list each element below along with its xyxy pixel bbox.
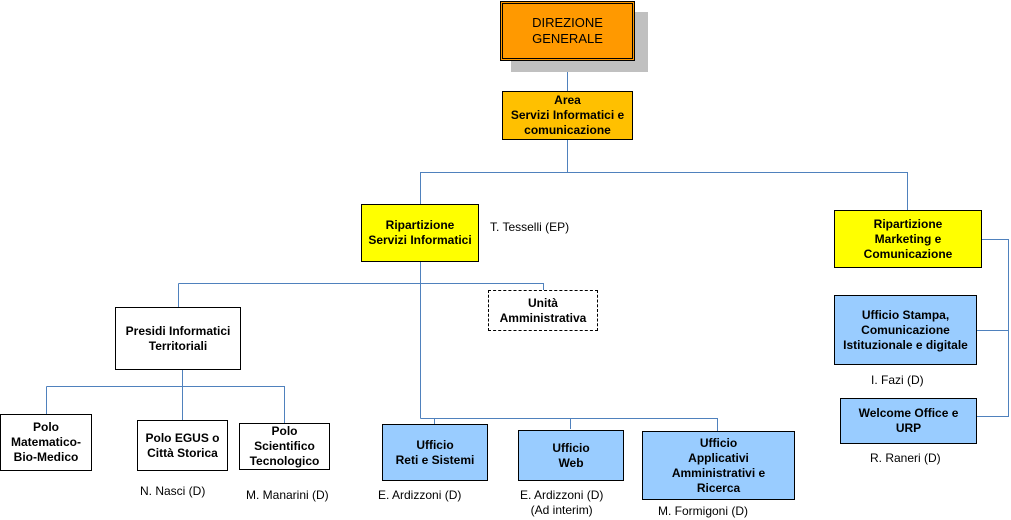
person-label-manarini: M. Manarini (D) xyxy=(246,488,329,502)
node-ripartizione-marketing[interactable]: Ripartizione Marketing e Comunicazione xyxy=(834,210,982,268)
node-label: Ripartizione Marketing e Comunicazione xyxy=(863,216,953,261)
node-ufficio-reti[interactable]: Ufficio Reti e Sistemi xyxy=(382,424,488,481)
node-label: Polo Matematico- Bio-Medico xyxy=(10,420,81,464)
node-label: Polo Scientifico Tecnologico xyxy=(249,424,320,468)
node-label: Welcome Office e URP xyxy=(858,406,959,435)
node-label: Polo EGUS o Città Storica xyxy=(145,430,220,460)
person-label-tesselli: T. Tesselli (EP) xyxy=(490,220,570,234)
node-ripartizione-servizi-informatici[interactable]: Ripartizione Servizi Informatici xyxy=(361,204,479,262)
connector-uffici xyxy=(420,418,718,431)
node-label: Ufficio Stampa, Comunicazione Istituzion… xyxy=(843,307,968,352)
connector-area-ripartizioni xyxy=(420,139,908,211)
person-label-nasci: N. Nasci (D) xyxy=(140,484,206,498)
node-direzione-generale[interactable]: DIREZIONE GENERALE xyxy=(500,1,635,61)
node-label: Ufficio Applicativi Amministrativi e Ric… xyxy=(671,435,766,495)
person-label-fazi: I. Fazi (D) xyxy=(871,373,924,387)
person-label-formigoni: M. Formigoni (D) xyxy=(658,504,749,518)
node-label: DIREZIONE GENERALE xyxy=(532,15,603,46)
connector-marketing-uffici xyxy=(977,239,1009,417)
node-polo-egus[interactable]: Polo EGUS o Città Storica xyxy=(137,420,228,471)
node-ufficio-applicativi[interactable]: Ufficio Applicativi Amministrativi e Ric… xyxy=(642,431,795,500)
node-presidi-informatici[interactable]: Presidi Informatici Territoriali xyxy=(115,307,241,370)
node-welcome-office[interactable]: Welcome Office e URP xyxy=(840,398,977,444)
node-label: Presidi Informatici Territoriali xyxy=(125,323,231,353)
connector-ripartizione-si-children xyxy=(178,261,544,419)
node-unita-amministrativa[interactable]: Unità Amministrativa xyxy=(488,290,598,331)
node-ufficio-web[interactable]: Ufficio Web xyxy=(518,430,624,481)
person-label-raneri: R. Raneri (D) xyxy=(870,451,941,465)
node-polo-matematico[interactable]: Polo Matematico- Bio-Medico xyxy=(0,414,92,471)
node-polo-scientifico[interactable]: Polo Scientifico Tecnologico xyxy=(239,423,330,470)
node-area-servizi[interactable]: Area Servizi Informatici e comunicazione xyxy=(502,91,633,140)
node-label: Unità Amministrativa xyxy=(499,295,587,325)
node-label: Area Servizi Informatici e comunicazione xyxy=(510,93,625,137)
node-label: Ufficio Reti e Sistemi xyxy=(395,437,475,467)
connector-presidi-poli xyxy=(46,369,285,423)
node-ufficio-stampa[interactable]: Ufficio Stampa, Comunicazione Istituzion… xyxy=(834,295,977,365)
node-label: Ripartizione Servizi Informatici xyxy=(368,218,472,247)
person-label-ardizzoni-web: E. Ardizzoni (D) (Ad interim) xyxy=(520,488,604,517)
person-label-ardizzoni-reti: E. Ardizzoni (D) xyxy=(378,488,462,502)
node-label: Ufficio Web xyxy=(552,440,590,470)
